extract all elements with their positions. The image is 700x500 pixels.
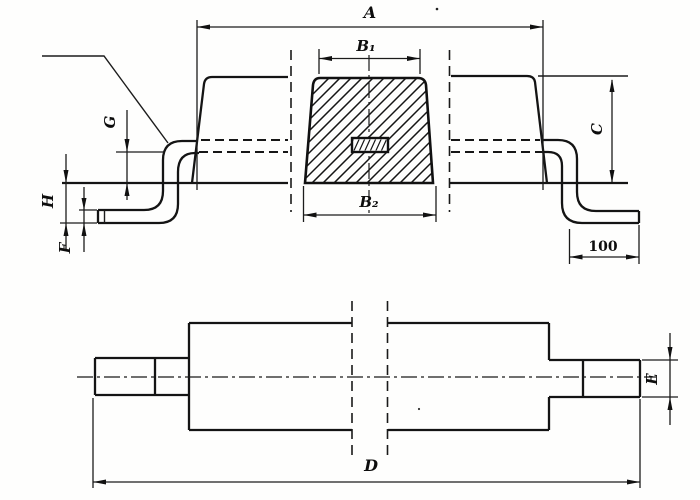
arrowhead xyxy=(667,397,673,410)
arrowhead xyxy=(609,79,615,92)
scan-artifact-dot xyxy=(417,407,421,411)
arrowhead xyxy=(197,24,210,30)
dimension-F: F xyxy=(56,187,97,254)
label-A: A xyxy=(362,3,376,22)
arrowhead xyxy=(423,212,436,218)
arrowhead xyxy=(626,254,639,260)
right-shaft-bend xyxy=(542,138,641,225)
label-D: D xyxy=(363,456,378,475)
right-bend-lower-surface xyxy=(544,150,639,225)
arrowhead xyxy=(81,223,87,236)
label-B2: B₂ xyxy=(358,193,379,211)
arrowhead xyxy=(124,139,130,152)
left-bend-upper-surface xyxy=(98,139,198,212)
dimension-H: H xyxy=(39,154,69,250)
hub-hatching xyxy=(305,78,433,183)
arrowhead xyxy=(569,254,583,260)
label-F: F xyxy=(56,241,74,254)
arrowhead xyxy=(667,347,673,360)
arrowhead xyxy=(63,223,69,236)
label-C: C xyxy=(588,123,606,135)
arrowhead xyxy=(530,24,543,30)
dimension-G: G xyxy=(101,110,164,200)
arrowhead xyxy=(93,479,106,485)
arrowhead xyxy=(63,170,69,183)
label-G: G xyxy=(101,115,119,128)
scan-artifact-dot xyxy=(435,7,439,11)
dimension-E: E xyxy=(642,333,678,425)
arrowhead xyxy=(81,198,87,210)
left-roller-outline xyxy=(190,75,288,184)
dimension-C: C xyxy=(588,79,615,183)
right-bend-upper-surface xyxy=(542,138,639,213)
label-E: E xyxy=(643,373,661,386)
dimension-B2: B₂ xyxy=(302,186,437,222)
leader-line xyxy=(42,55,169,144)
arrowhead xyxy=(319,56,332,61)
right-shaft-end xyxy=(549,358,642,399)
dimension-D: D xyxy=(92,398,641,488)
arrowhead xyxy=(303,212,317,218)
label-100: 100 xyxy=(588,239,617,255)
right-roller-outline xyxy=(451,74,549,184)
top-view: A B₁ B₂ C xyxy=(39,3,641,264)
hub-section xyxy=(303,55,435,215)
left-shaft-bend xyxy=(96,139,199,225)
arrowhead xyxy=(407,56,420,61)
label-B1: B₁ xyxy=(355,37,375,55)
left-bend-lower-surface xyxy=(98,151,199,225)
shaft-section-hatching xyxy=(353,139,387,151)
arrowhead xyxy=(627,479,640,485)
bottom-view: E D xyxy=(77,301,678,488)
dimension-B1: B₁ xyxy=(318,37,421,74)
arrowhead xyxy=(609,170,615,183)
left-shaft-end xyxy=(93,356,189,397)
hub-outline xyxy=(303,76,435,185)
dimension-100: 100 xyxy=(568,225,640,264)
dimension-A: A xyxy=(196,3,544,190)
arrowhead xyxy=(124,183,130,196)
label-H: H xyxy=(39,193,57,209)
